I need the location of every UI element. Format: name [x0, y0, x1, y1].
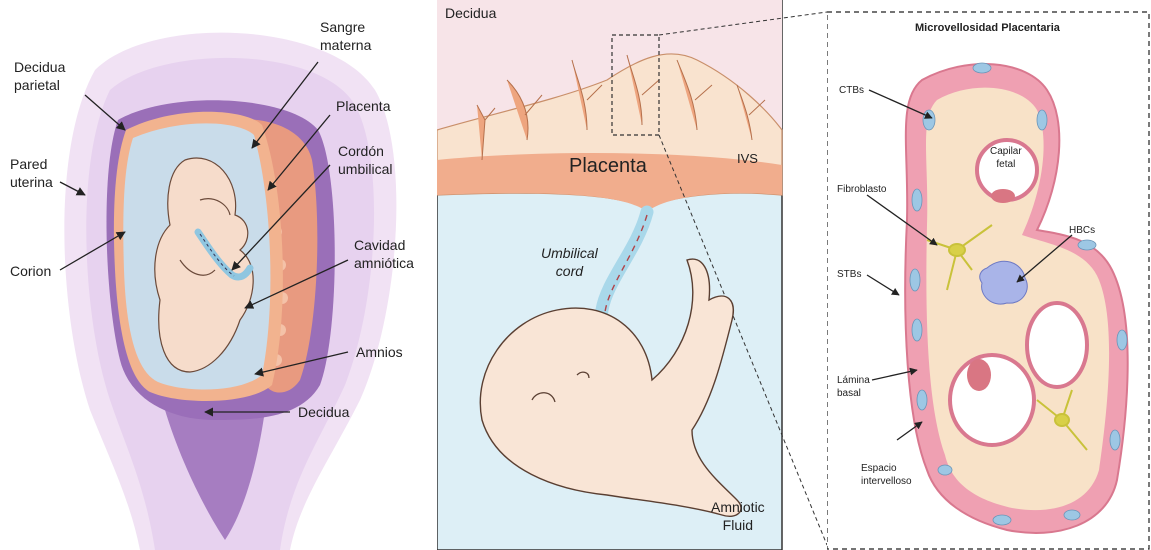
label-ctbs: CTBs [839, 84, 864, 97]
label-umbilical-cord: Umbilical cord [541, 244, 598, 280]
label-lamina-basal: Lámina basal [837, 374, 870, 400]
placenta-fetus-panel: Decidua IVS Placenta Umbilical cord Amni… [437, 0, 827, 550]
label-ivs: IVS [737, 150, 758, 168]
placenta-fetus-illustration [437, 0, 827, 550]
label-capilar-fetal: Capilar fetal [990, 145, 1022, 171]
label-placenta: Placenta [336, 97, 390, 115]
panel-title: Microvellosidad Placentaria [915, 22, 1060, 35]
label-decidua-parietal: Decidua parietal [14, 58, 65, 94]
hofbauer-cells [980, 261, 1028, 304]
label-fibroblasto: Fibroblasto [837, 183, 886, 196]
label-pared-uterina: Pared uterina [10, 155, 53, 191]
label-cordon-umbilical: Cordón umbilical [338, 142, 392, 178]
label-cavidad-amniotica: Cavidad amniótica [354, 236, 414, 272]
label-hbcs: HBCs [1069, 224, 1095, 237]
label-amniotic-fluid: Amniotic Fluid [711, 498, 765, 534]
label-sangre-materna: Sangre materna [320, 18, 371, 54]
label-decidua: Decidua [298, 403, 349, 421]
label-stbs: STBs [837, 268, 861, 281]
microvillus-panel: Microvellosidad Placentaria CTBs Capilar… [827, 0, 1151, 550]
label-placenta: Placenta [569, 154, 647, 178]
uterus-diagram-panel: Sangre materna Decidua parietal Placenta… [0, 0, 430, 550]
label-corion: Corion [10, 262, 51, 280]
label-amnios: Amnios [356, 343, 403, 361]
label-decidua: Decidua [445, 4, 496, 22]
label-espacio-intervelloso: Espacio intervelloso [861, 462, 912, 488]
